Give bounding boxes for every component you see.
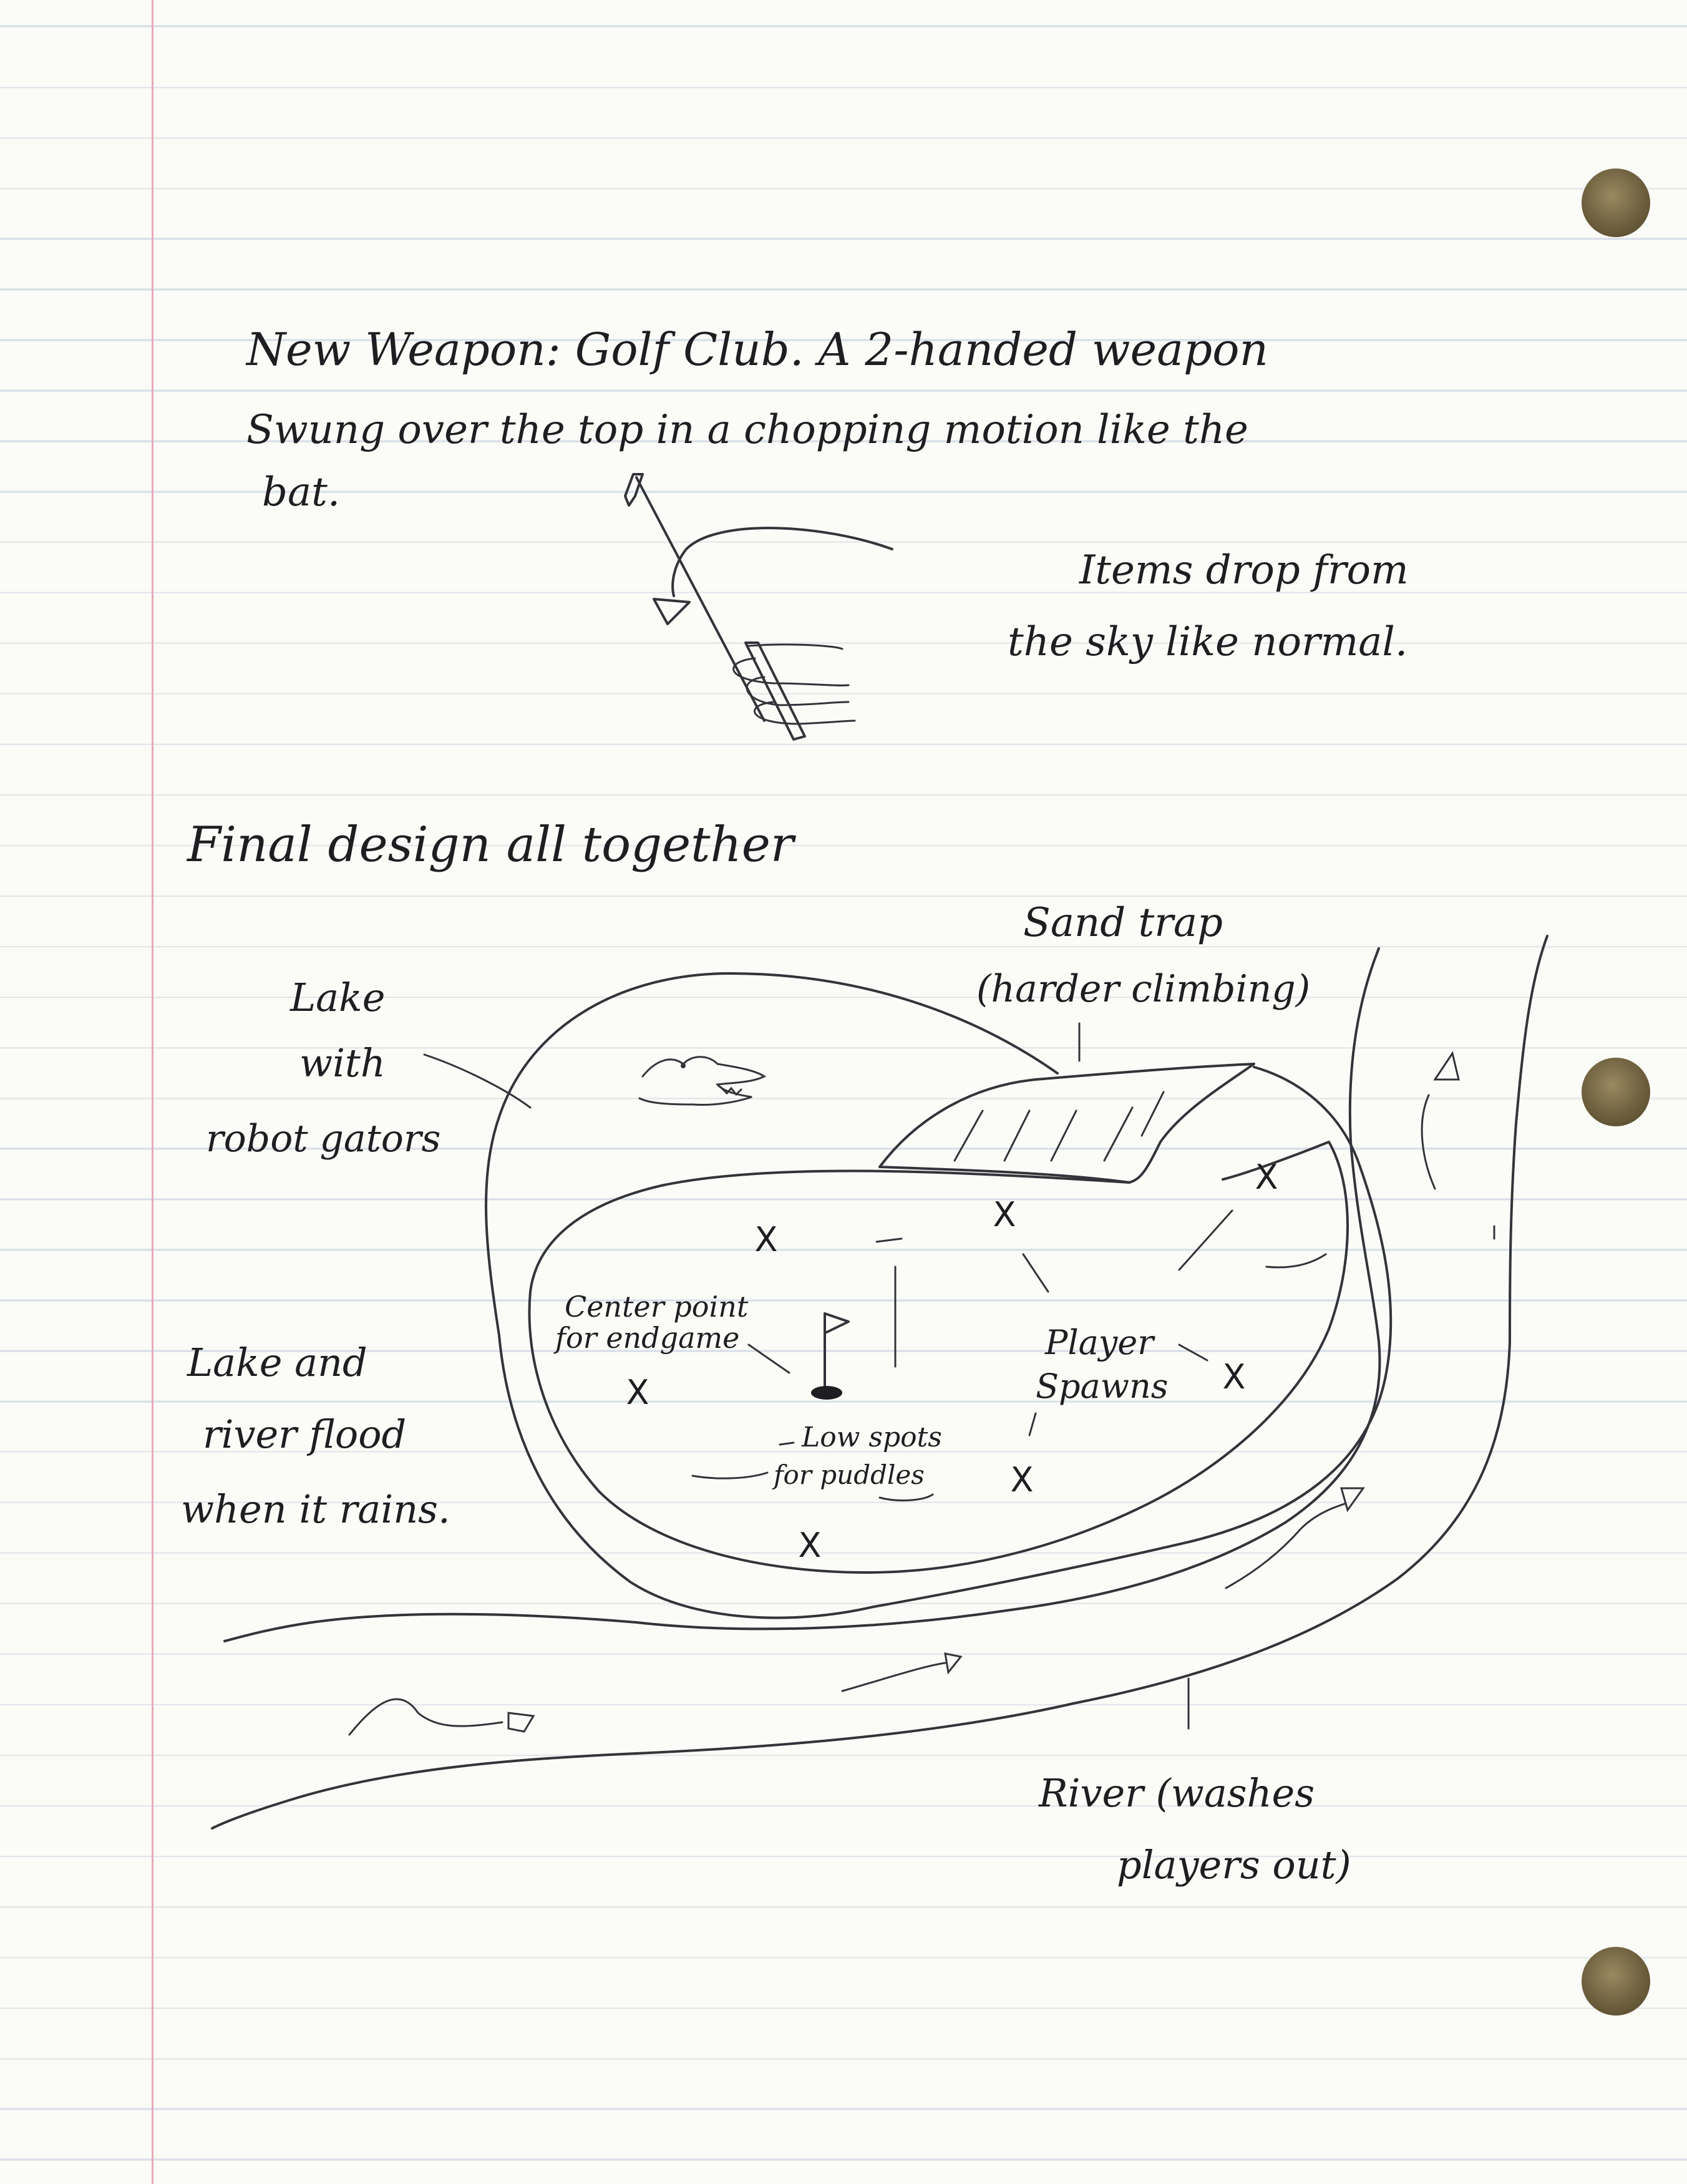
spawn-pointer-2 — [1178, 1209, 1233, 1271]
river — [211, 935, 1548, 1830]
margin-line — [152, 0, 153, 2184]
lake-label-line1: Lake — [289, 975, 385, 1020]
center-point-pointer — [747, 1343, 790, 1374]
items-note-line1: Items drop from — [1079, 547, 1409, 593]
flood-note-line3: when it rains. — [181, 1486, 450, 1532]
low-spots-label-line1: Low spots — [801, 1421, 942, 1453]
weapon-note-line3: bat. — [262, 469, 340, 515]
weapon-note-line2: Swung over the top in a chopping motion … — [246, 407, 1248, 453]
flood-note-line1: Lake and — [187, 1340, 367, 1385]
sand-trap-label-line2: (harder climbing) — [976, 967, 1310, 1011]
spawn-marker: X — [1011, 1460, 1034, 1499]
spawn-pointer-6 — [1265, 1253, 1327, 1269]
binder-hole-top — [1582, 168, 1650, 237]
sand-trap — [878, 1063, 1255, 1184]
low-spots-pointer — [779, 1441, 795, 1446]
weapon-note-line1: New Weapon: Golf Club. A 2-handed weapon — [245, 323, 1268, 376]
golf-club-sketch — [624, 473, 893, 741]
spawn-pointer-5 — [875, 1237, 903, 1243]
puddle-mark — [878, 1493, 934, 1502]
golf-flag-icon — [811, 1265, 897, 1400]
final-design-heading: Final design all together — [186, 817, 797, 873]
items-note-line2: the sky like normal. — [1008, 619, 1407, 665]
center-point-label-line2: for endgame — [553, 1321, 739, 1355]
puddle-mark — [691, 1471, 769, 1480]
spawn-marker: X — [626, 1373, 649, 1412]
lake-outline — [485, 972, 1393, 1619]
river-label-line2: players out) — [1117, 1842, 1351, 1888]
spawn-pointer-4 — [1028, 1412, 1037, 1436]
player-spawns-label-line1: Player — [1044, 1323, 1155, 1362]
club-grip — [744, 641, 806, 741]
spawn-marker: X — [1223, 1357, 1246, 1397]
spawn-marker: X — [799, 1526, 822, 1565]
spawn-marker: X — [993, 1195, 1016, 1234]
island-outline — [528, 1141, 1349, 1574]
lake-label-line3: robot gators — [206, 1117, 440, 1161]
low-spots-label-line2: for puddles — [772, 1460, 925, 1490]
lake-label-line2: with — [299, 1040, 386, 1086]
sand-trap-label-line1: Sand trap — [1023, 900, 1223, 946]
player-spawns-label-line2: Spawns — [1036, 1367, 1168, 1406]
spawn-marker: X — [755, 1220, 778, 1259]
flood-note-line2: river flood — [203, 1411, 406, 1457]
binder-hole-bottom — [1582, 1947, 1650, 2016]
river-label-line1: River (washes — [1038, 1770, 1315, 1816]
lake-pointer — [423, 1053, 532, 1109]
swing-arrow-head — [653, 598, 691, 625]
spawn-pointer-3 — [1178, 1343, 1208, 1362]
center-point-label-line1: Center point — [565, 1290, 749, 1324]
spawn-pointer-1 — [1022, 1253, 1049, 1293]
spawn-marker: X — [1255, 1158, 1278, 1197]
binder-hole-middle — [1582, 1058, 1650, 1126]
robot-gator-icon — [638, 1056, 766, 1106]
